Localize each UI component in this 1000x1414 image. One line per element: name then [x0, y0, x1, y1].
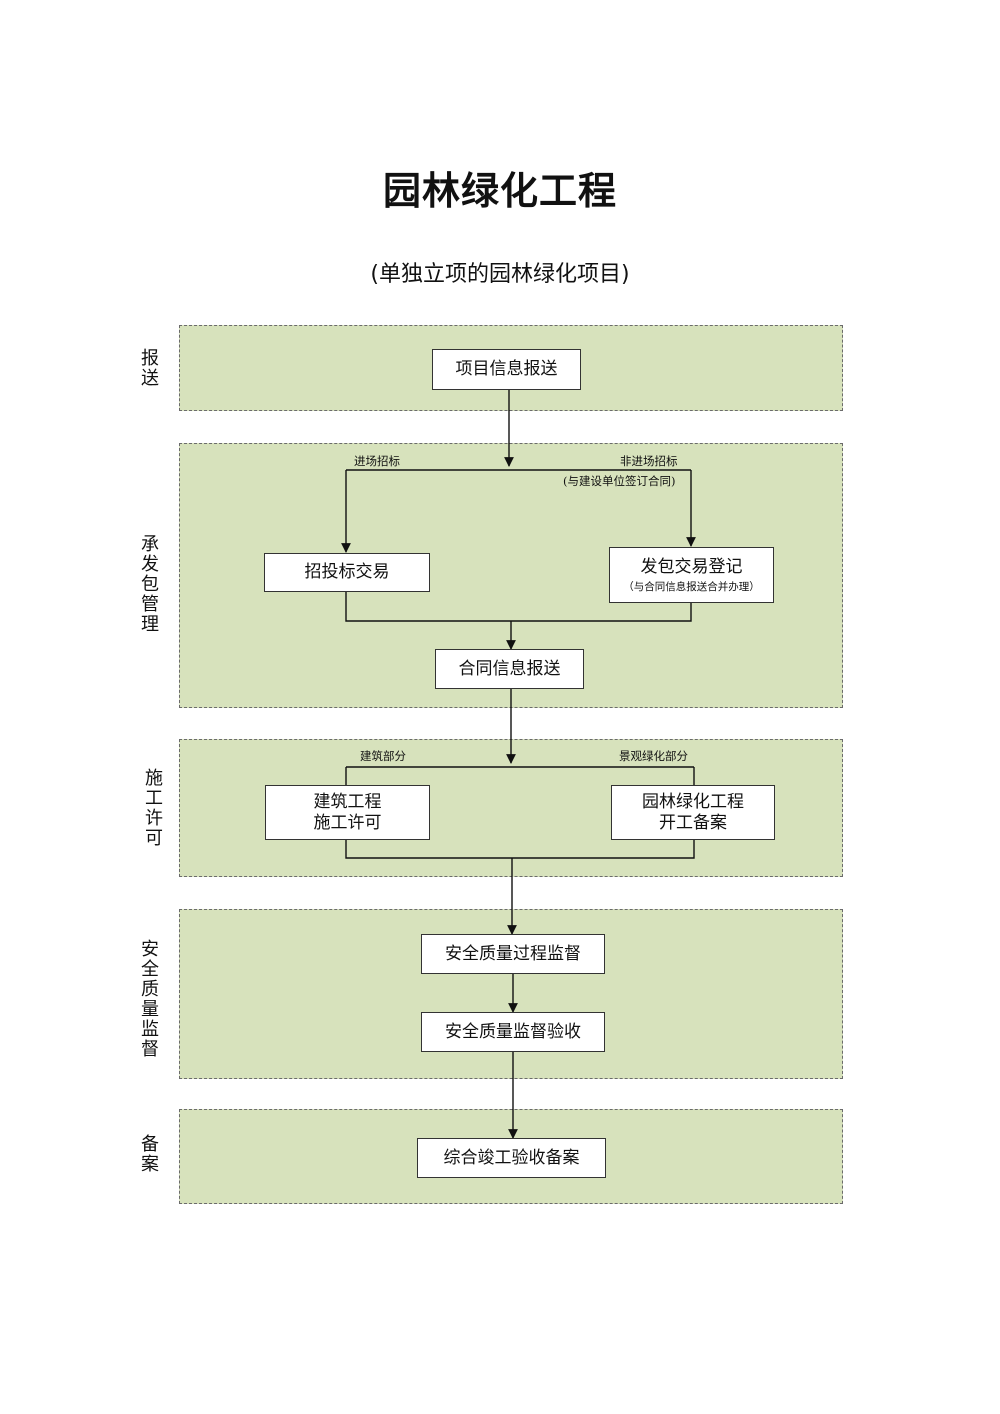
stage-label-filing: 备案	[141, 1134, 159, 1175]
node-label: 安全质量过程监督	[445, 943, 581, 964]
edge-label-market-tender: 进场招标	[354, 454, 400, 468]
stage-label-contracting: 承发包管理	[141, 534, 159, 635]
node-contract-info-report: 合同信息报送	[435, 649, 584, 689]
stage-label-permit: 施工许可	[145, 768, 163, 849]
node-label: 综合竣工验收备案	[443, 1147, 580, 1168]
node-label: 发包交易登记	[640, 556, 743, 577]
node-label-line1: 园林绿化工程	[642, 791, 744, 812]
node-safety-acceptance: 安全质量监督验收	[421, 1012, 605, 1052]
edge-label-building-part: 建筑部分	[360, 749, 406, 763]
edge-label-landscape-part: 景观绿化部分	[619, 749, 688, 763]
node-safety-supervision: 安全质量过程监督	[421, 934, 605, 974]
node-label-line1: 建筑工程	[313, 791, 382, 812]
node-building-permit: 建筑工程 施工许可	[265, 785, 430, 840]
edge-label-non-market-note: (与建设单位签订合同)	[563, 474, 676, 488]
node-project-info-report: 项目信息报送	[432, 349, 581, 390]
stage-label-report: 报送	[141, 348, 159, 389]
node-tender-trading: 招投标交易	[264, 553, 430, 592]
edge-label-non-market-tender: 非进场招标	[620, 454, 678, 468]
node-label: 合同信息报送	[458, 658, 561, 679]
stage-label-supervision: 安全质量监督	[141, 939, 159, 1060]
node-label: 招投标交易	[304, 562, 390, 582]
node-landscape-filing: 园林绿化工程 开工备案	[611, 785, 775, 840]
page-subtitle: (单独立项的园林绿化项目)	[370, 262, 630, 287]
node-note: （与合同信息报送合并办理）	[623, 580, 760, 593]
node-label: 项目信息报送	[455, 359, 558, 379]
node-label-line2: 开工备案	[659, 812, 727, 833]
node-label-line2: 施工许可	[313, 812, 382, 833]
node-completion-filing: 综合竣工验收备案	[417, 1138, 606, 1178]
node-label: 安全质量监督验收	[445, 1021, 581, 1042]
node-contract-registration: 发包交易登记 （与合同信息报送合并办理）	[609, 547, 774, 603]
page-title: 园林绿化工程	[382, 169, 617, 213]
